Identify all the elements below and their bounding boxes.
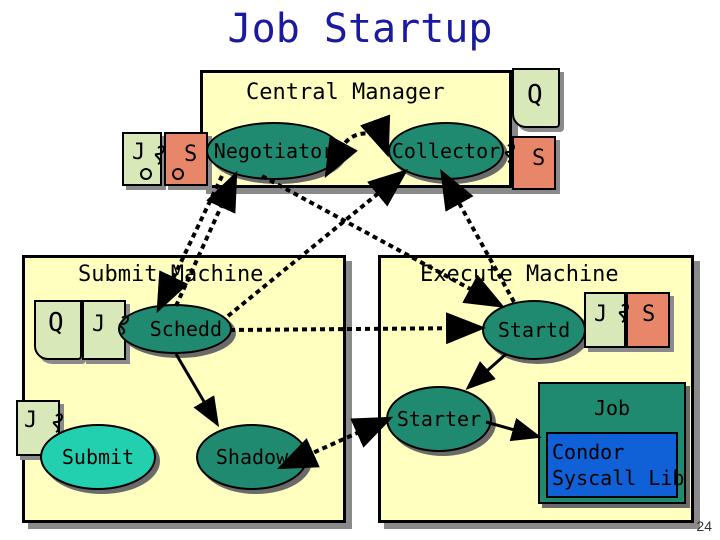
cm-squiggle xyxy=(154,145,165,165)
submit-queue-icon: Q xyxy=(34,300,82,360)
starter-daemon: Starter xyxy=(386,386,492,452)
syscall-lib-line1: Condor xyxy=(552,440,625,464)
central-queue-icon: Q xyxy=(512,68,560,128)
submit-squiggle xyxy=(118,315,129,335)
page-number: 24 xyxy=(696,518,712,534)
execute-machine-label: Execute Machine xyxy=(420,262,619,287)
cm-link-circle-2 xyxy=(172,168,184,180)
cm-schedd-icon: S xyxy=(164,132,208,186)
negotiator-schedd-link xyxy=(156,175,224,314)
negotiator-daemon: Negotiator xyxy=(206,122,342,180)
job-box-title: Job xyxy=(593,396,631,420)
syscall-lib-line2: Syscall Lib xyxy=(552,466,685,490)
execute-job-icon: J xyxy=(584,292,626,348)
negotiator-collector-link xyxy=(324,114,391,179)
startd-daemon: Startd xyxy=(482,300,586,360)
starter-job-arrow xyxy=(485,417,542,442)
cm-link-circle-1 xyxy=(140,168,152,180)
collector-s-icon: S xyxy=(512,136,556,190)
exec-squiggle xyxy=(618,303,629,323)
schedd-shadow-arrow xyxy=(174,353,220,428)
negotiator-startd-link xyxy=(261,174,506,308)
schedd-startd-link xyxy=(229,312,486,345)
startd-collector-link xyxy=(440,169,516,303)
collector-squiggle xyxy=(504,143,515,163)
shadow-starter-link xyxy=(276,416,394,470)
submit-tool: Submit xyxy=(40,424,156,490)
execute-s-icon: S xyxy=(626,292,670,348)
schedd-negotiator-link xyxy=(174,170,238,307)
schedd-collector-link xyxy=(226,168,409,318)
job-process-box: Job Condor Syscall Lib xyxy=(538,382,686,504)
submit-job-squiggle xyxy=(52,413,63,433)
slide-title: Job Startup xyxy=(227,6,493,52)
startd-starter-arrow xyxy=(465,352,507,390)
syscall-lib-box: Condor Syscall Lib xyxy=(546,432,684,498)
central-manager-label: Central Manager xyxy=(246,80,445,105)
